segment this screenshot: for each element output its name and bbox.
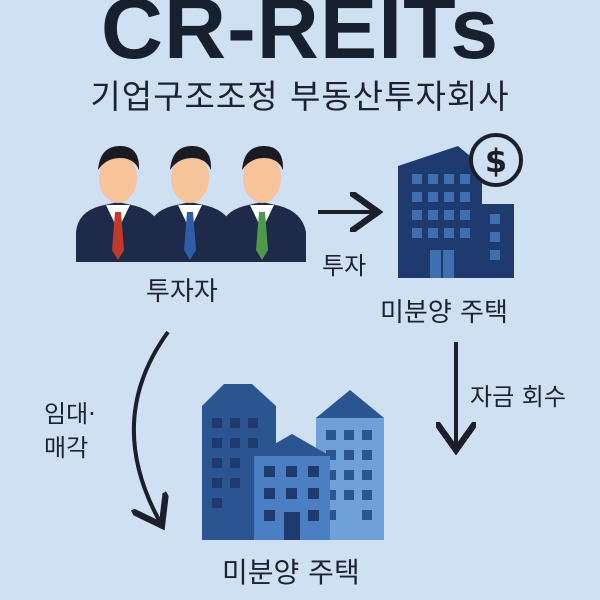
investors-label: 투자자 [146,277,218,307]
lease-sale-arrow [134,330,170,522]
investor-person-right-icon [220,146,306,262]
unsold-housing-top-label: 미분양 주택 [380,298,508,328]
unsold-housing-bottom-label: 미분양 주택 [222,556,360,589]
invest-label: 투자 [322,252,367,280]
investor-person-middle-icon [148,146,234,262]
svg-text:$: $ [485,142,507,180]
dollar-icon: $ [469,133,523,187]
apartment-buildings-icon [202,384,384,540]
lease-sale-label: 임대· 매각 [44,400,96,462]
diagram-title: CR-REITs [100,0,500,77]
fund-recovery-label: 자금 회수 [470,383,566,411]
investor-group-icon [76,146,306,262]
diagram-subtitle: 기업구조조정 부동산투자회사 [90,77,510,116]
investor-person-left-icon [76,146,162,262]
office-building-dollar-icon: $ [398,133,523,278]
